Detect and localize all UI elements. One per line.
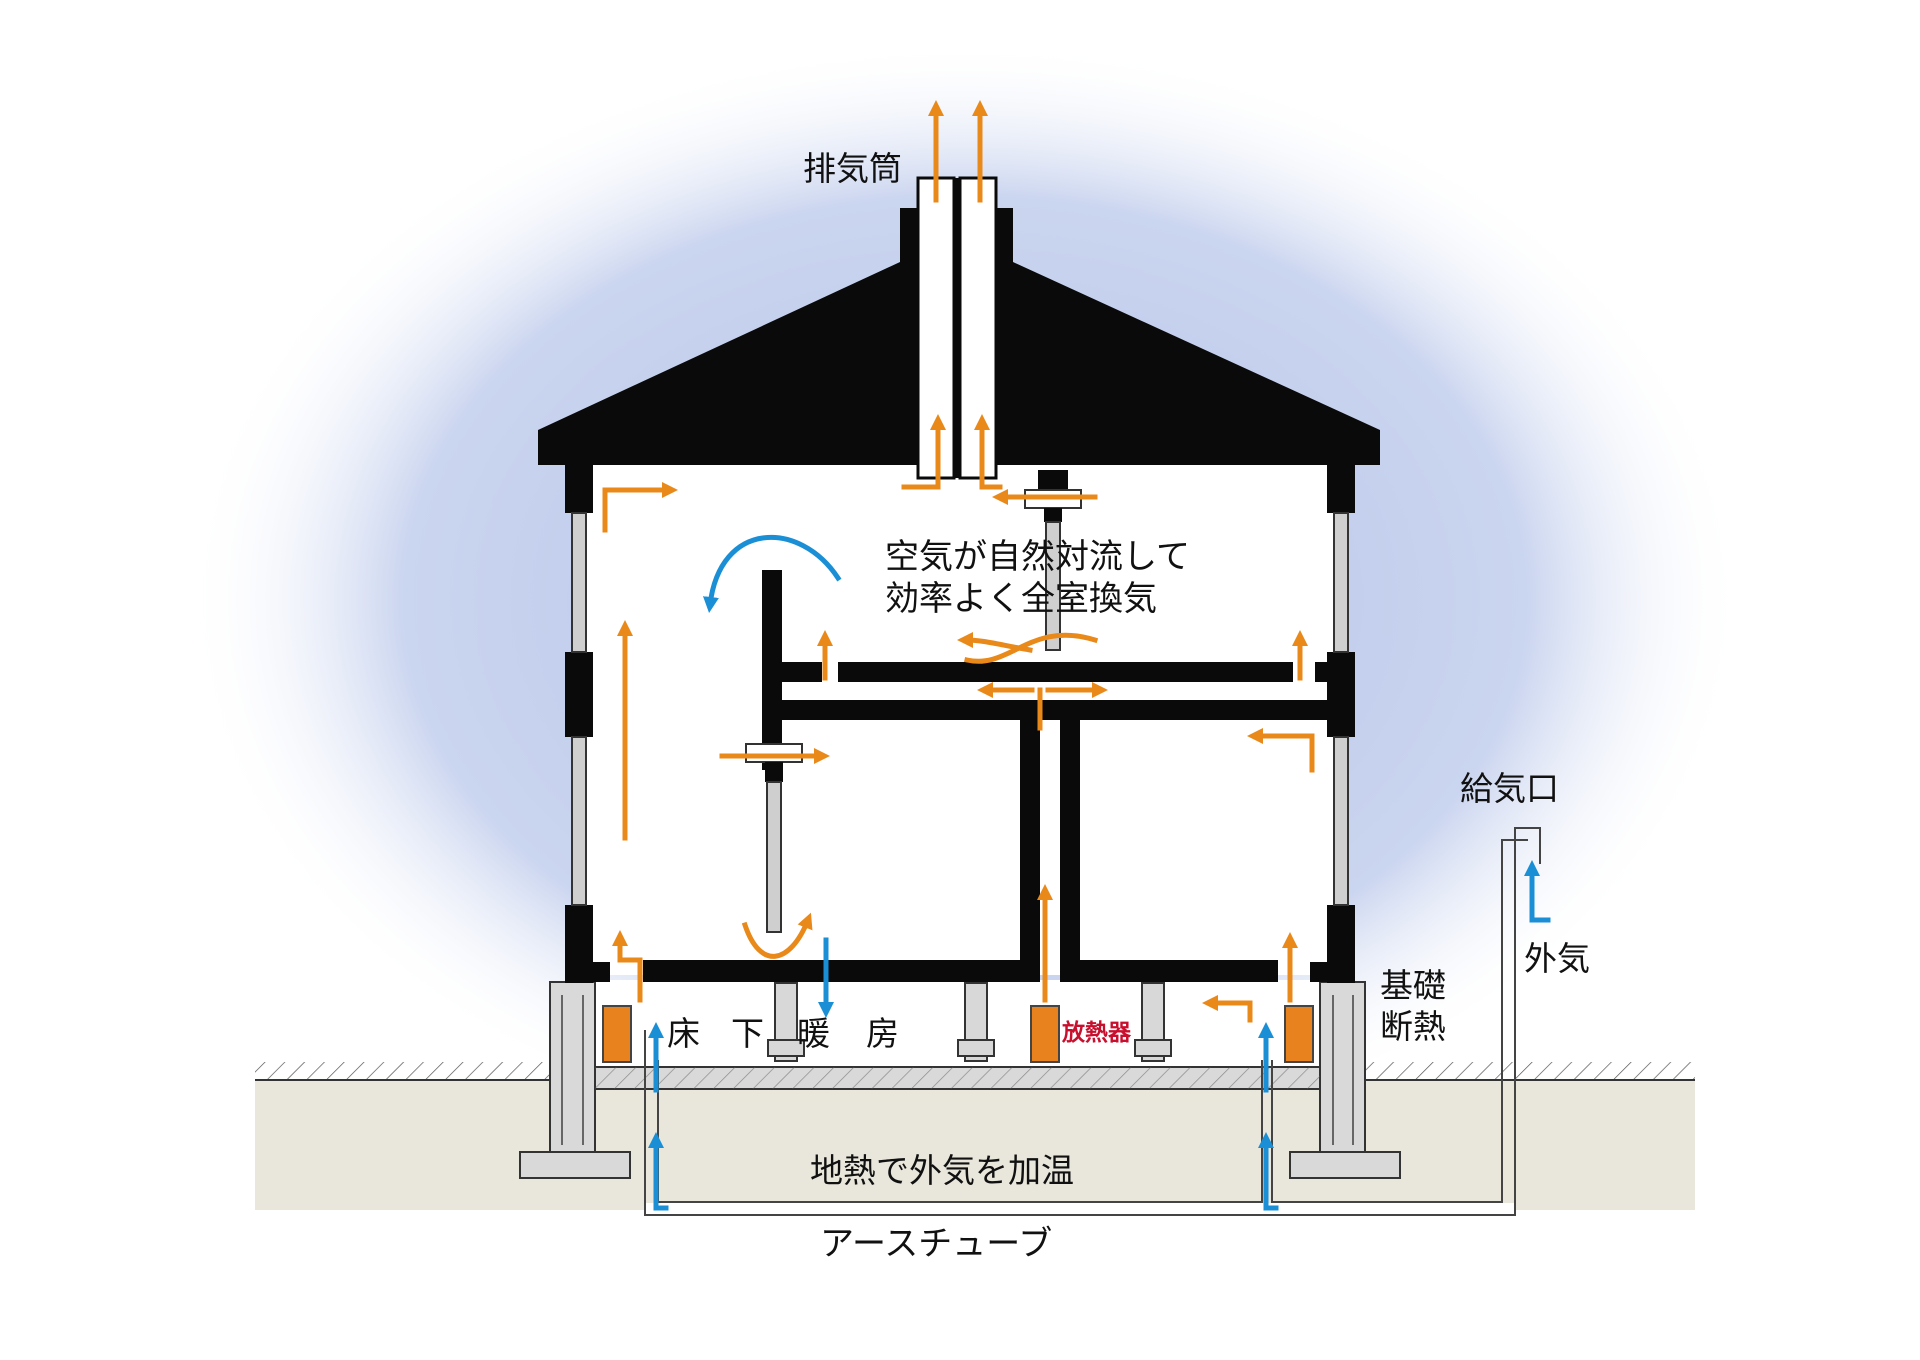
chimney xyxy=(900,176,1013,480)
label-radiator: 放熱器 xyxy=(1061,1019,1132,1046)
orange-arrow-icon xyxy=(1246,727,1315,773)
label-underfloor-2: 下 xyxy=(731,1014,764,1053)
label-underfloor-4: 房 xyxy=(866,1014,899,1053)
cool-air-flow xyxy=(647,534,1551,1211)
label-underfloor-1: 床 xyxy=(667,1014,700,1053)
orange-arrow-icon xyxy=(611,929,643,1003)
label-earth-tube: アースチューブ xyxy=(820,1224,1052,1264)
earth-tube xyxy=(644,827,1541,1216)
label-outside-air: 外気 xyxy=(1524,939,1590,978)
foundation-left xyxy=(519,981,631,1179)
label-foundation-line2: 断熱 xyxy=(1380,1007,1446,1046)
warm-air-flow xyxy=(602,99,1315,1023)
radiator-left xyxy=(602,1005,632,1063)
label-underfloor-3: 暖 xyxy=(797,1014,830,1053)
label-convection-line2: 効率よく全室換気 xyxy=(885,579,1157,619)
blue-arrow-icon xyxy=(1523,859,1551,923)
blue-arrow-icon xyxy=(702,534,842,613)
orange-arrow-icon xyxy=(973,413,1003,490)
radiators xyxy=(602,1005,1314,1063)
orange-arrow-icon xyxy=(901,413,947,490)
interior-structure xyxy=(565,570,1355,982)
blue-arrow-icon xyxy=(647,1131,669,1211)
label-supply-inlet: 給気口 xyxy=(1460,769,1559,808)
floor-slab xyxy=(594,1066,1321,1090)
radiator-right xyxy=(1284,1005,1314,1063)
radiator-center xyxy=(1030,1005,1060,1063)
label-foundation-line1: 基礎 xyxy=(1380,966,1446,1005)
label-geothermal: 地熱で外気を加温 xyxy=(810,1151,1074,1190)
orange-arrow-icon xyxy=(741,912,813,959)
label-convection-line1: 空気が自然対流して xyxy=(885,537,1190,577)
orange-arrow-icon xyxy=(602,481,679,533)
underfloor-piers xyxy=(767,982,1172,1062)
label-chimney: 排気筒 xyxy=(803,149,902,188)
earth-tube-fill xyxy=(646,1203,1514,1214)
blue-arrow-icon xyxy=(1257,1131,1279,1211)
orange-arrow-icon xyxy=(1201,994,1253,1023)
labels: 排気筒 空気が自然対流して 効率よく全室換気 床 下 暖 房 放熱器 給気口 外… xyxy=(667,149,1590,1264)
orange-arrow-icon xyxy=(957,632,1033,653)
